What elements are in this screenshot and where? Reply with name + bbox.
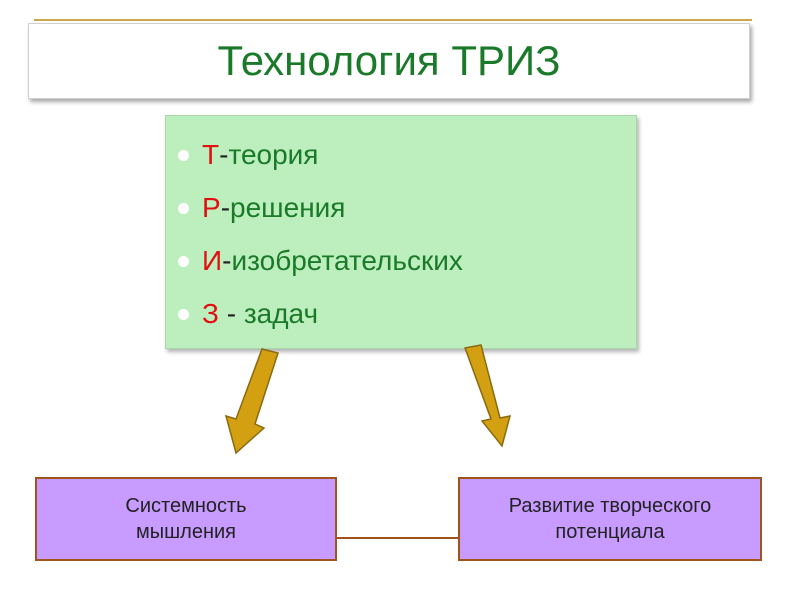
connector-line xyxy=(337,537,458,539)
list-item-r: Р-решения xyxy=(178,192,345,224)
acronym-dash: - xyxy=(220,192,231,223)
node-line-2: потенциала xyxy=(555,521,665,543)
node-creative-potential: Развитие творческого потенциала xyxy=(458,477,762,561)
acronym-letter: И xyxy=(202,245,223,276)
bullet-icon xyxy=(178,202,189,214)
acronym-word: задач xyxy=(243,298,319,329)
bullet-icon xyxy=(178,255,189,267)
node-text: Развитие творческого потенциала xyxy=(509,493,712,545)
acronym-word: теория xyxy=(228,139,319,170)
node-line-2: мышления xyxy=(135,521,236,543)
title-box: Технология ТРИЗ xyxy=(28,23,750,99)
acronym-dash: - xyxy=(219,139,229,170)
acronym-letter: Т xyxy=(202,139,220,170)
arrow-left-icon xyxy=(224,348,279,455)
acronym-dash: - xyxy=(218,298,244,329)
acronym-letter: З xyxy=(202,298,219,329)
list-item-t: Т- теория xyxy=(178,139,318,171)
node-line-1: Развитие творческого xyxy=(508,495,712,517)
acronym-word: решения xyxy=(230,192,346,223)
acronym-list-box: Т- теория Р-решения И-изобретательских З… xyxy=(165,115,637,349)
top-rule xyxy=(34,19,752,21)
list-item-z: З - задач xyxy=(178,298,318,330)
acronym-word: изобретательских xyxy=(231,245,463,276)
node-text: Системность мышления xyxy=(125,493,246,545)
node-systemic-thinking: Системность мышления xyxy=(35,477,337,561)
node-line-1: Системность xyxy=(125,495,247,517)
acronym-letter: Р xyxy=(202,192,221,223)
list-item-i: И-изобретательских xyxy=(178,245,463,277)
arrow-right-icon xyxy=(463,344,512,448)
bullet-icon xyxy=(178,308,189,320)
page-title: Технология ТРИЗ xyxy=(217,37,561,84)
bullet-icon xyxy=(178,149,189,161)
acronym-dash: - xyxy=(222,245,232,276)
